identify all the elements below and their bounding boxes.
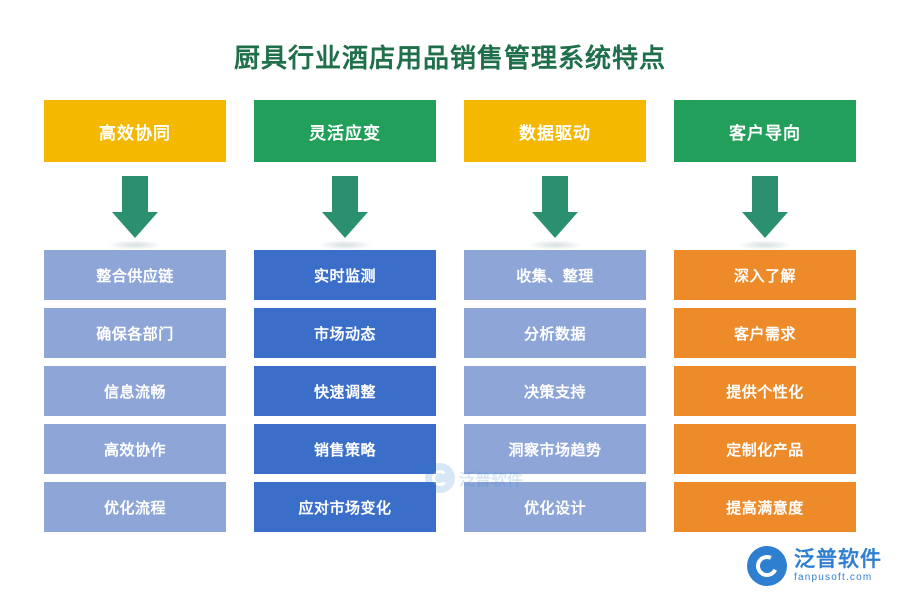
list-item[interactable]: 决策支持 (464, 366, 646, 416)
column-1-items: 整合供应链 确保各部门 信息流畅 高效协作 优化流程 (44, 250, 226, 532)
column-2-header[interactable]: 灵活应变 (254, 100, 436, 162)
list-item[interactable]: 快速调整 (254, 366, 436, 416)
columns-container: 高效协同 整合供应链 确保各部门 信息流畅 高效协作 优化流程 灵活应变 (44, 100, 856, 532)
list-item[interactable]: 分析数据 (464, 308, 646, 358)
list-item[interactable]: 客户需求 (674, 308, 856, 358)
list-item[interactable]: 定制化产品 (674, 424, 856, 474)
list-item[interactable]: 优化流程 (44, 482, 226, 532)
column-3-header[interactable]: 数据驱动 (464, 100, 646, 162)
brand-name-cn: 泛普软件 (794, 547, 882, 571)
list-item[interactable]: 市场动态 (254, 308, 436, 358)
brand-logo: 泛普软件 fanpusoft.com (747, 546, 882, 586)
list-item[interactable]: 实时监测 (254, 250, 436, 300)
page-title: 厨具行业酒店用品销售管理系统特点 (233, 43, 666, 73)
list-item[interactable]: 整合供应链 (44, 250, 226, 300)
down-arrow-icon (737, 176, 793, 250)
list-item[interactable]: 高效协作 (44, 424, 226, 474)
list-item[interactable]: 提供个性化 (674, 366, 856, 416)
column-3-arrow-wrap (464, 162, 646, 250)
list-item[interactable]: 应对市场变化 (254, 482, 436, 532)
column-2-items: 实时监测 市场动态 快速调整 销售策略 应对市场变化 (254, 250, 436, 532)
column-1: 高效协同 整合供应链 确保各部门 信息流畅 高效协作 优化流程 (44, 100, 226, 532)
column-1-arrow-wrap (44, 162, 226, 250)
down-arrow-icon (527, 176, 583, 250)
column-2: 灵活应变 实时监测 市场动态 快速调整 销售策略 应对市场变化 (254, 100, 436, 532)
column-3-items: 收集、整理 分析数据 决策支持 洞察市场趋势 优化设计 (464, 250, 646, 532)
list-item[interactable]: 提高满意度 (674, 482, 856, 532)
list-item[interactable]: 信息流畅 (44, 366, 226, 416)
list-item[interactable]: 优化设计 (464, 482, 646, 532)
column-3: 数据驱动 收集、整理 分析数据 决策支持 洞察市场趋势 优化设计 (464, 100, 646, 532)
list-item[interactable]: 深入了解 (674, 250, 856, 300)
down-arrow-icon (107, 176, 163, 250)
column-4: 客户导向 深入了解 客户需求 提供个性化 定制化产品 提高满意度 (674, 100, 856, 532)
list-item[interactable]: 洞察市场趋势 (464, 424, 646, 474)
brand-texts: 泛普软件 fanpusoft.com (794, 547, 882, 584)
down-arrow-icon (317, 176, 373, 250)
column-1-header[interactable]: 高效协同 (44, 100, 226, 162)
column-4-arrow-wrap (674, 162, 856, 250)
column-4-items: 深入了解 客户需求 提供个性化 定制化产品 提高满意度 (674, 250, 856, 532)
list-item[interactable]: 确保各部门 (44, 308, 226, 358)
column-4-header[interactable]: 客户导向 (674, 100, 856, 162)
list-item[interactable]: 收集、整理 (464, 250, 646, 300)
column-2-arrow-wrap (254, 162, 436, 250)
brand-name-en: fanpusoft.com (794, 571, 873, 583)
fanpu-circle-icon (747, 546, 787, 586)
list-item[interactable]: 销售策略 (254, 424, 436, 474)
